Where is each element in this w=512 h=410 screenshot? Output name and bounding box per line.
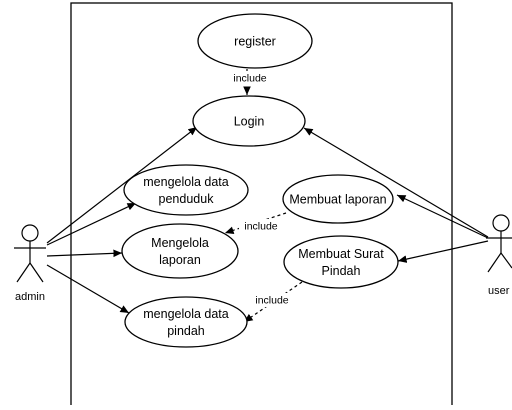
- system-boundary: [70, 2, 453, 410]
- use-case-mengelola-data-penduduk: mengelola data penduduk: [123, 164, 249, 216]
- use-case-label: mengelola data: [143, 307, 229, 321]
- use-case-mengelola-laporan: Mengelola laporan: [121, 223, 239, 279]
- actor-user-label: user: [488, 285, 510, 297]
- use-case-label: register: [234, 35, 276, 49]
- use-case-label: Login: [234, 115, 265, 129]
- use-case-membuat-laporan: Membuat laporan: [282, 174, 394, 224]
- include-label-bg: [229, 71, 271, 85]
- assoc-admin-login: [46, 126, 198, 244]
- assoc-user-buat-laporan: [396, 194, 489, 239]
- use-case-label: Pindah: [322, 264, 361, 278]
- use-case-login: Login: [192, 95, 306, 147]
- use-case-label: Mengelola: [151, 236, 209, 250]
- actor-user: [486, 214, 512, 273]
- assoc-admin-pindah: [46, 264, 130, 314]
- use-case-label: pindah: [167, 324, 205, 338]
- actor-admin: [14, 224, 46, 283]
- use-case-label: Membuat Surat: [298, 247, 384, 261]
- use-case-label: laporan: [159, 253, 201, 267]
- use-case-label: Membuat laporan: [289, 193, 386, 207]
- use-case-mengelola-data-pindah: mengelola data pindah: [124, 296, 248, 348]
- assoc-admin-penduduk: [46, 202, 137, 246]
- use-case-label: penduduk: [159, 192, 215, 206]
- include-label-register: include: [233, 73, 266, 85]
- assoc-admin-laporan: [46, 249, 123, 258]
- actor-admin-label: admin: [15, 291, 45, 303]
- include-label-laporan: include: [244, 221, 277, 233]
- assoc-user-buat-surat: [397, 240, 489, 263]
- include-label-bg: [250, 293, 294, 307]
- include-label-bg: [239, 219, 283, 233]
- associations: [46, 126, 489, 314]
- use-case-register: register: [197, 13, 313, 69]
- include-label-pindah: include: [255, 295, 288, 307]
- assoc-user-login: [303, 127, 489, 238]
- use-case-membuat-surat-pindah: Membuat Surat Pindah: [283, 235, 399, 289]
- use-case-label: mengelola data: [143, 175, 229, 189]
